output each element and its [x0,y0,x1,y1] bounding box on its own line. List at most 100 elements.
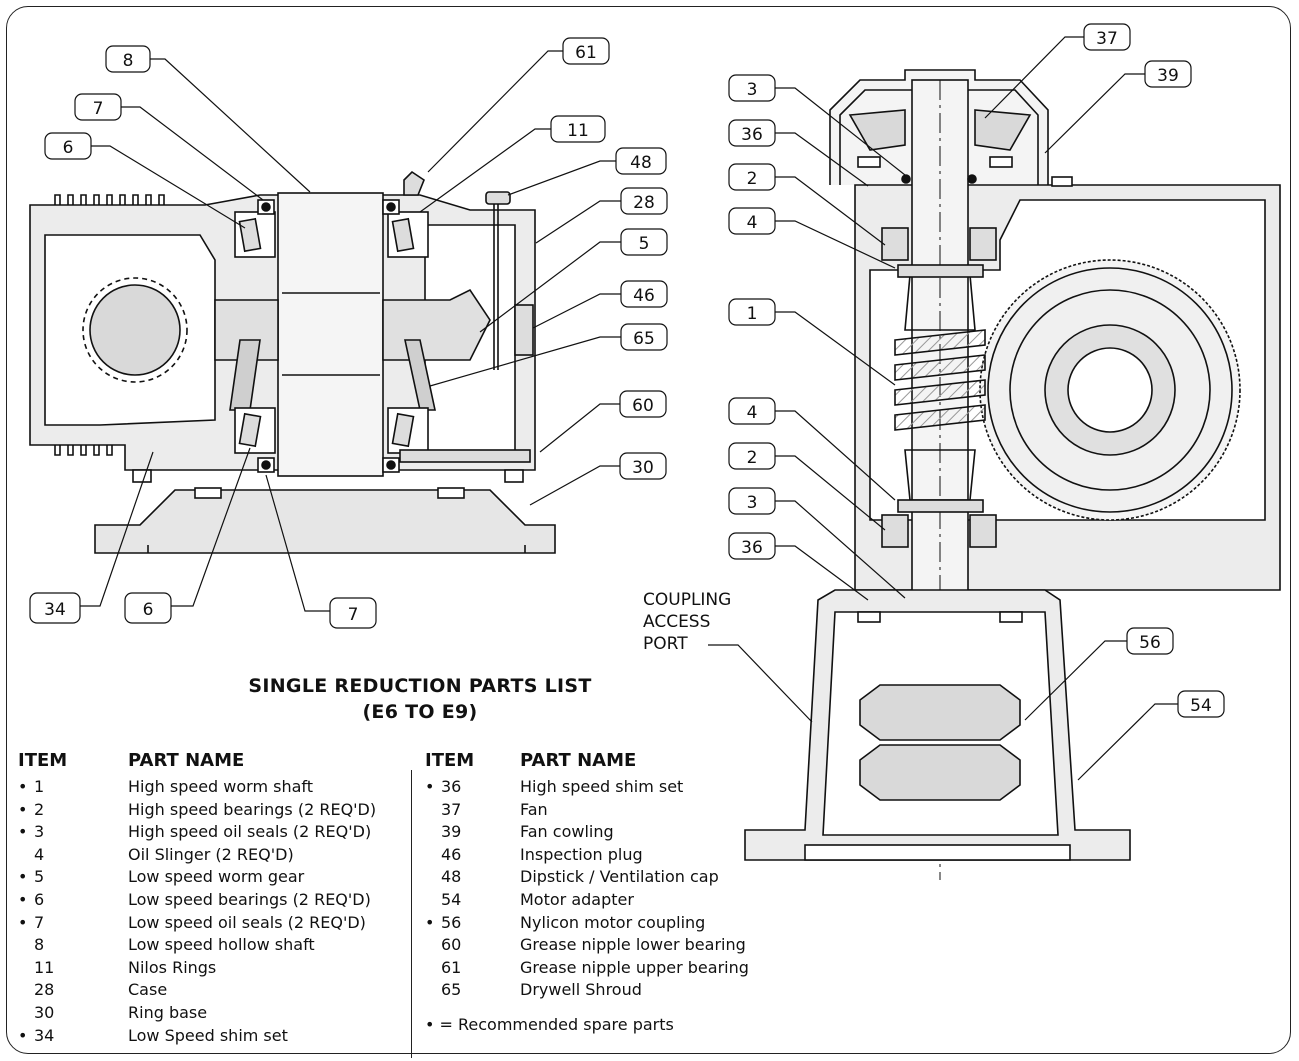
callout-2-bottom-label: 2 [747,448,758,468]
spare-part-bullet: • [18,912,28,932]
part-item-number: 3 [34,822,45,842]
callout-48-label: 48 [630,153,652,173]
callout-30-label: 30 [632,458,654,478]
part-item-number: 61 [441,957,462,977]
part-item-number: 11 [34,957,55,977]
spare-part-bullet: • [18,822,28,842]
list-divider [411,770,412,1058]
header-part-name: PART NAME [520,750,637,771]
spare-part-bullet [425,866,435,889]
header-item: ITEM [425,750,475,771]
part-name: Low Speed shim set [128,1025,288,1045]
callout-1: 1 [728,298,896,386]
parts-list-subtitle: (E6 TO E9) [362,701,478,723]
callout-7-top: 7 [74,93,264,201]
callout-60: 60 [539,390,667,453]
callout-34: 34 [29,451,154,624]
part-item-number: 28 [34,980,55,1000]
callout-36-bottom: 36 [728,532,869,601]
worm-shaft-end [89,284,181,376]
callout-61-label: 61 [575,43,597,63]
part-name: High speed shim set [520,777,684,796]
part-item-number: 39 [441,822,462,842]
callout-1-label: 1 [747,304,758,324]
coupling-label-line2: ACCESS [643,612,711,632]
part-name: Dipstick / Ventilation cap [520,867,719,887]
part-name: High speed bearings (2 REQ'D) [128,799,377,819]
spare-part-bullet: • [18,889,28,909]
callout-2-top-label: 2 [747,169,758,189]
part-item-number: 6 [34,889,45,909]
callout-8-label: 8 [123,51,134,71]
callout-39: 39 [1044,60,1192,154]
callout-34-label: 34 [44,600,66,620]
fan [848,109,906,151]
part-name: Fan cowling [520,822,614,842]
part-item-number: 5 [34,867,45,887]
callout-6-top: 6 [44,132,246,229]
callout-4-bottom-label: 4 [747,403,758,423]
callout-36-bottom-label: 36 [741,538,763,558]
spare-part-bullet [425,979,435,1002]
callout-4-bottom: 4 [728,397,896,501]
part-item-number: 46 [441,844,462,864]
callout-46: 46 [532,280,668,329]
callout-36-top-label: 36 [741,125,763,145]
part-name: Low speed oil seals (2 REQ'D) [128,912,366,932]
part-name: Drywell Shroud [520,980,642,1000]
spare-part-bullet [425,844,435,867]
motor-coupling [859,684,1021,741]
callout-7-bottom-label: 7 [348,605,359,625]
callout-6-top-label: 6 [63,138,74,158]
spare-part-bullet [18,957,28,980]
parts-list-row: 39 Fan cowling [425,821,749,844]
spare-part-bullet [18,1002,28,1025]
coupling-access-port-label: COUPLING ACCESS PORT [643,589,731,655]
part-name: Motor adapter [520,889,634,909]
part-item-number: 37 [441,799,462,819]
coupling-label-line3: PORT [643,634,688,654]
spare-part-bullet: • [425,777,435,796]
part-item-number: 54 [441,889,462,909]
callout-56: 56 [1024,627,1174,721]
right-section-view [744,69,1281,880]
part-item-number: 1 [34,777,45,796]
part-name: Oil Slinger (2 REQ'D) [128,844,294,864]
parts-list-row: 37 Fan [425,799,749,822]
spare-part-bullet [18,844,28,867]
spare-part-bullet [425,821,435,844]
parts-list-title: SINGLE REDUCTION PARTS LIST [248,675,592,697]
callout-60-label: 60 [632,396,654,416]
spare-part-bullet: • [425,912,435,932]
callout-36-top: 36 [728,119,869,187]
parts-list-left-header: ITEM PART NAME [18,750,376,776]
spare-part-bullet [18,934,28,957]
callout-56-label: 56 [1139,633,1161,653]
callout-8: 8 [105,45,311,193]
part-item-number: 48 [441,867,462,887]
part-name: High speed worm shaft [128,777,314,796]
callout-46-label: 46 [633,286,655,306]
part-item-number: 65 [441,980,462,1000]
part-name: Fan [520,799,548,819]
callout-3-top-label: 3 [747,80,758,100]
part-name: Low speed hollow shaft [128,935,315,955]
callout-3-top: 3 [728,74,906,176]
part-item-number: 56 [441,912,462,932]
spare-part-bullet: • [18,799,28,819]
part-item-number: 60 [441,935,462,955]
callout-48: 48 [507,147,667,196]
